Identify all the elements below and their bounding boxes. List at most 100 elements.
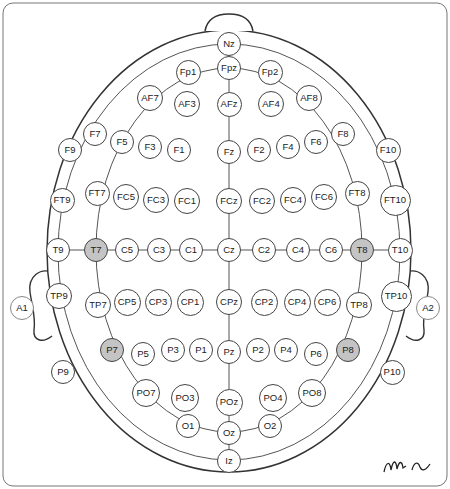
electrode-circle: O1 <box>176 414 200 438</box>
electrode-label: CP3 <box>149 297 167 307</box>
electrode-label: CP1 <box>181 297 199 307</box>
electrode-circle: F4 <box>276 135 300 159</box>
electrode-label: AFz <box>221 99 238 109</box>
electrode-circle: P9 <box>51 360 75 384</box>
electrode-label: FC1 <box>178 196 196 206</box>
electrode-circle: FC5 <box>113 184 139 210</box>
electrode-label: Pz <box>223 347 234 357</box>
electrode-label: P3 <box>167 345 179 355</box>
electrode-label: Fp2 <box>262 67 278 77</box>
electrode-circle: TP8 <box>346 292 372 318</box>
electrode-circle: FT7 <box>85 181 110 206</box>
electrode-label: P10 <box>384 367 401 377</box>
electrode-label: AF4 <box>262 99 279 109</box>
electrode-label: PO4 <box>263 393 282 403</box>
electrode-label: P2 <box>252 345 264 355</box>
electrode-circle: Cz <box>217 238 241 262</box>
electrode-circle: AF4 <box>258 91 284 117</box>
electrode-circle: FCz <box>216 188 242 214</box>
electrode-circle: C2 <box>252 238 276 262</box>
electrode-label: Fp1 <box>180 67 196 77</box>
electrode-circle: FC6 <box>311 184 337 210</box>
signature <box>384 462 430 472</box>
electrode-circle: AF3 <box>174 91 200 117</box>
electrode-label: AF7 <box>141 93 158 103</box>
electrode-circle: T7 <box>84 238 108 262</box>
electrode-circle: PO8 <box>298 379 326 407</box>
electrode-label: C3 <box>153 245 165 255</box>
electrode-label: CPz <box>220 297 238 307</box>
electrode-circle: P3 <box>161 338 185 362</box>
electrode-circle: FC3 <box>143 187 169 213</box>
electrode-circle: F7 <box>83 122 107 146</box>
electrode-label: POz <box>220 397 238 407</box>
electrode-circle: Fpz <box>217 56 241 80</box>
electrode-label: Fpz <box>221 63 237 73</box>
electrode-circle: Iz <box>217 449 241 473</box>
electrode-label: A2 <box>422 303 434 313</box>
electrode-label: P4 <box>280 345 292 355</box>
electrode-label: P6 <box>310 349 322 359</box>
electrode-circle: F2 <box>247 138 271 162</box>
electrode-label: F1 <box>173 145 184 155</box>
electrode-label: Oz <box>223 428 235 438</box>
electrode-label: P7 <box>106 345 118 355</box>
electrode-circle: FC4 <box>280 187 306 213</box>
electrode-label: TP9 <box>50 291 67 301</box>
electrode-label: F9 <box>64 145 75 155</box>
electrode-circle: Nz <box>217 32 241 56</box>
electrode-circle: CP1 <box>177 289 204 316</box>
electrode-circle: F9 <box>58 138 82 162</box>
electrode-label: F4 <box>282 142 293 152</box>
electrode-label: O1 <box>182 421 195 431</box>
electrode-circle: F8 <box>331 122 355 146</box>
electrode-label: C6 <box>325 245 337 255</box>
electrode-label: F3 <box>144 142 155 152</box>
electrode-circle: CP5 <box>114 289 141 316</box>
electrode-circle: P5 <box>131 342 155 366</box>
electrode-circle: PO7 <box>132 379 160 407</box>
electrode-circle: F6 <box>304 130 328 154</box>
outer-ring <box>58 44 400 460</box>
electrode-circle: C1 <box>179 238 203 262</box>
electrode-circle: C3 <box>147 238 171 262</box>
electrode-label: CP2 <box>255 297 273 307</box>
electrode-circle: CP4 <box>284 289 311 316</box>
electrode-label: FT8 <box>349 188 366 198</box>
electrode-circle: PO4 <box>259 384 287 412</box>
electrode-label: PO7 <box>136 388 155 398</box>
electrode-label: C4 <box>292 245 304 255</box>
electrode-circle: F10 <box>376 138 401 163</box>
electrode-label: FT9 <box>54 195 71 205</box>
electrode-label: Cz <box>223 245 235 255</box>
electrode-circle: FC2 <box>249 188 275 214</box>
electrode-circle: F1 <box>167 138 191 162</box>
electrode-label: TP7 <box>89 300 106 310</box>
electrode-label: Iz <box>225 456 232 466</box>
electrode-label: AF3 <box>178 99 195 109</box>
electrode-circle: P7 <box>100 338 124 362</box>
electrode-label: FC5 <box>117 192 135 202</box>
electrode-label: T10 <box>392 245 408 255</box>
electrode-label: Nz <box>223 39 235 49</box>
electrode-label: FC2 <box>253 196 271 206</box>
electrode-label: FCz <box>220 196 237 206</box>
electrode-circle: P2 <box>246 338 270 362</box>
electrode-label: C1 <box>185 245 197 255</box>
electrode-label: FT10 <box>384 195 406 205</box>
electrode-label: PO3 <box>175 393 194 403</box>
electrode-label: F10 <box>380 145 396 155</box>
electrode-circle: FC1 <box>174 188 200 214</box>
electrode-circle: F3 <box>138 135 162 159</box>
electrode-label: O2 <box>264 421 277 431</box>
electrode-circle: TP7 <box>85 292 111 318</box>
electrode-label: FC4 <box>284 195 302 205</box>
electrode-circle: TP10 <box>381 281 412 312</box>
electrode-circle: P1 <box>189 338 213 362</box>
electrode-label: FT7 <box>89 188 106 198</box>
nose <box>205 14 253 31</box>
electrode-circle: AF8 <box>296 85 322 111</box>
electrode-circle: F5 <box>110 130 134 154</box>
electrode-circle: AF7 <box>137 85 163 111</box>
